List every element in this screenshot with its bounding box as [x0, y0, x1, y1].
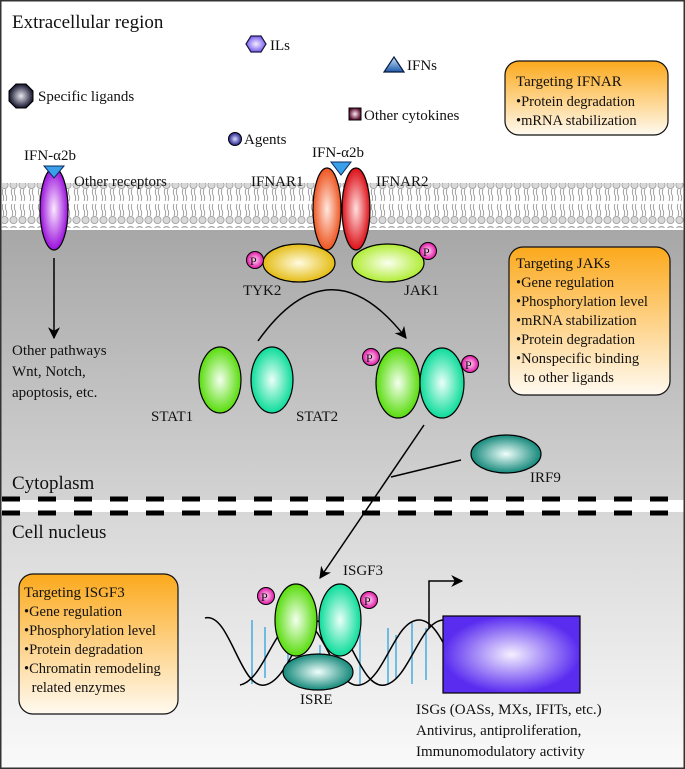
tyk2-label: TYK2 — [243, 283, 281, 299]
tyk2-kinase — [262, 243, 336, 283]
targeting-isgf3-title: Targeting ISGF3 — [24, 585, 125, 601]
isgf3-stat1-phospho-badge — [257, 587, 275, 605]
targeting-ifnar-item: •mRNA stabilization — [516, 113, 637, 129]
targeting-isgf3-item: related enzymes — [28, 680, 126, 696]
isg-outcome-line: ISGs (OASs, MXs, IFITs, etc.) — [416, 702, 602, 718]
irf9-label: IRF9 — [530, 470, 561, 486]
ifnar2-receptor — [341, 167, 371, 251]
ifns-label: IFNs — [407, 58, 437, 74]
targeting-jaks-item: •Nonspecific binding — [516, 351, 639, 367]
targeting-isgf3-item: •Gene regulation — [24, 604, 123, 620]
isgf3-stat1-phospho-label: P — [261, 590, 268, 604]
ils-hexagon-icon — [245, 35, 267, 53]
isg-outcome-line: Immunomodulatory activity — [416, 744, 585, 760]
cell-nucleus-label: Cell nucleus — [12, 522, 106, 543]
targeting-ifnar-title: Targeting IFNAR — [516, 74, 622, 90]
ifns-triangle-icon — [382, 55, 406, 73]
ifn-a2b-center-triangle-icon — [329, 161, 353, 176]
specific-ligands-label: Specific ligands — [38, 89, 134, 105]
ifnar1-receptor — [312, 167, 342, 251]
isre-label: ISRE — [300, 692, 333, 708]
jak1-phospho-label: P — [423, 245, 430, 259]
targeting-isgf3-item: •Phosphorylation level — [24, 623, 156, 639]
tyk2-phospho-label: P — [250, 254, 257, 268]
ifn-a2b-center-label: IFN-α2b — [312, 145, 364, 161]
extracellular-region-label: Extracellular region — [12, 12, 164, 33]
targeting-jaks-item: •Phosphorylation level — [516, 294, 648, 310]
stat-activation-arrow — [257, 289, 407, 342]
other-pathways-line: Other pathways — [12, 343, 107, 359]
other-receptors-label: Other receptors — [74, 174, 167, 190]
irf9-protein — [470, 434, 542, 474]
nuclear-envelope — [0, 496, 685, 516]
isgf3-formation-arrow — [319, 424, 425, 579]
other-cytokines-square-icon — [348, 107, 362, 121]
cytoplasm-label: Cytoplasm — [12, 473, 95, 494]
stat1-phospho-label: P — [366, 351, 373, 365]
jak1-kinase — [351, 243, 425, 283]
other-cytokines-label: Other cytokines — [364, 108, 460, 124]
isgf3-stat2 — [318, 583, 362, 657]
isgf3-stat2-phospho-badge — [360, 591, 378, 609]
jak1-phospho-badge — [419, 242, 437, 260]
jak1-label: JAK1 — [404, 283, 439, 299]
stat2-protein — [250, 346, 294, 414]
agents-label: Agents — [244, 132, 287, 148]
stat2-label: STAT2 — [296, 409, 338, 425]
other-pathways-line: Wnt, Notch, — [12, 364, 86, 380]
targeting-jaks-item: to other ligands — [520, 370, 614, 386]
transcription-start-arrow — [428, 575, 464, 628]
targeting-isgf3-item: •Protein degradation — [24, 642, 144, 658]
targeting-jaks-item: •mRNA stabilization — [516, 313, 637, 329]
ils-label: ILs — [270, 38, 290, 54]
targeting-jaks-title: Targeting JAKs — [516, 256, 610, 272]
targeting-isgf3-box: Targeting ISGF3 •Gene regulation •Phosph… — [18, 573, 179, 715]
targeting-isgf3-item: •Chromatin remodeling — [24, 661, 161, 677]
targeting-jaks-box: Targeting JAKs •Gene regulation •Phospho… — [508, 246, 671, 396]
isg-gene-box — [442, 615, 581, 694]
isgf3-stat1 — [274, 583, 318, 657]
stat1-phospho-badge — [362, 348, 380, 366]
irf9-join-line — [390, 459, 462, 478]
stat1-phosphorylated — [375, 347, 421, 419]
ifn-a2b-left-triangle-icon — [42, 165, 66, 179]
other-pathways-line: apoptosis, etc. — [12, 385, 97, 401]
isgf3-stat2-phospho-label: P — [364, 594, 371, 608]
stat1-label: STAT1 — [151, 409, 193, 425]
other-receptor — [39, 167, 69, 251]
isgf3-label: ISGF3 — [343, 563, 383, 579]
isg-outcome-line: Antivirus, antiproliferation, — [416, 723, 581, 739]
stat2-phospho-badge — [461, 355, 479, 373]
stat2-phosphorylated — [419, 347, 465, 419]
tyk2-phospho-badge — [246, 251, 264, 269]
targeting-jaks-item: •Gene regulation — [516, 275, 615, 291]
stat1-protein — [198, 346, 242, 414]
targeting-ifnar-item: •Protein degradation — [516, 94, 636, 110]
agents-circle-icon — [228, 132, 242, 146]
targeting-jaks-item: •Protein degradation — [516, 332, 636, 348]
ifn-a2b-left-label: IFN-α2b — [24, 148, 76, 164]
specific-ligands-octagon-icon — [8, 83, 34, 109]
stat2-phospho-label: P — [465, 358, 472, 372]
membrane-base — [0, 228, 685, 230]
isre-protein — [282, 653, 354, 691]
targeting-ifnar-box: Targeting IFNAR •Protein degradation •mR… — [504, 60, 669, 136]
ifnar1-label: IFNAR1 — [251, 174, 304, 190]
ifnar2-label: IFNAR2 — [376, 174, 429, 190]
